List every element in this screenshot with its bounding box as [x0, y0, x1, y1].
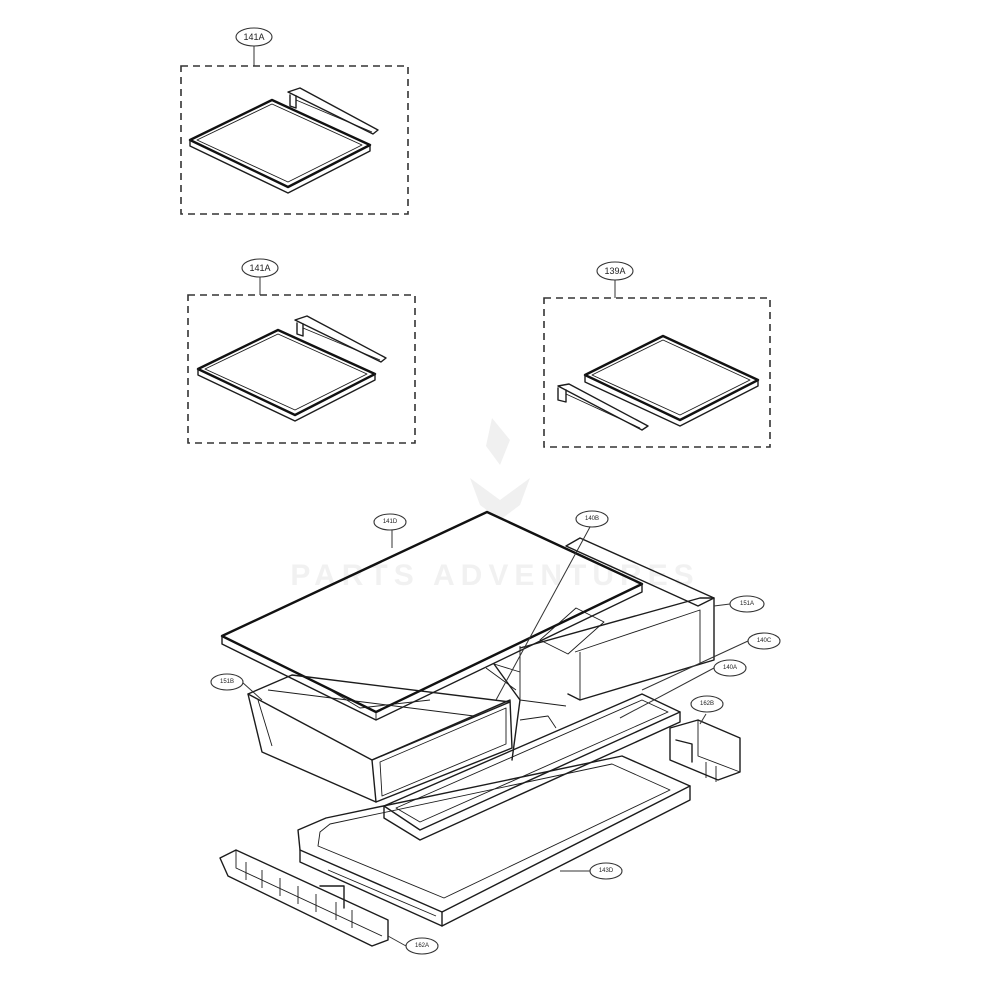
callout-label: 140A [723, 665, 737, 671]
callout-139a[interactable]: 139A [596, 261, 634, 281]
drawer-assembly [219, 510, 741, 947]
callout-label: 151B [220, 679, 234, 685]
callout-143d[interactable]: 143D [560, 862, 623, 880]
callout-label: 139A [604, 266, 625, 276]
callout-141a-top[interactable]: 141A [235, 27, 273, 47]
left-bracket [219, 849, 389, 947]
right-bracket [669, 719, 741, 782]
callout-151a[interactable]: 151A [713, 595, 765, 613]
kit-141a-top: 141A [180, 27, 409, 215]
watermark: PARTS ADVENTURES [290, 418, 694, 592]
drawer-frame [297, 755, 691, 927]
glass-cover [220, 510, 644, 721]
callout-label: 140B [585, 516, 599, 522]
divider-frame [485, 663, 557, 761]
callout-140b[interactable]: 140B [495, 510, 609, 701]
callout-162b[interactable]: 162B [690, 695, 724, 725]
glass-shelf [583, 334, 760, 427]
callout-151b[interactable]: 151B [210, 673, 263, 701]
kit-141a-mid-box [187, 294, 416, 444]
callout-label: 162B [700, 701, 714, 707]
shelf-rail [287, 87, 379, 135]
callout-141a-mid[interactable]: 141A [241, 258, 279, 278]
glass-shelf [196, 328, 377, 422]
callout-141d[interactable]: 141D [373, 513, 407, 548]
callout-label: 143D [599, 868, 614, 874]
kit-141a-top-box [180, 65, 409, 215]
kit-139a: 139A [543, 261, 771, 448]
callout-162a[interactable]: 162A [387, 935, 439, 955]
glass-shelf [188, 98, 372, 194]
callout-label: 162A [415, 943, 429, 949]
shelf-rail [294, 315, 387, 363]
shelf-rail [557, 383, 649, 431]
kit-139a-box [543, 297, 771, 448]
callout-label: 141A [243, 32, 264, 42]
kit-141a-mid: 141A [187, 258, 416, 444]
callout-label: 140C [757, 638, 772, 644]
left-drawer [247, 674, 513, 803]
glass-divider [383, 693, 681, 841]
callout-140c[interactable]: 140C [641, 632, 781, 691]
callout-140a[interactable]: 140A [619, 659, 747, 719]
callout-label: 151A [740, 601, 754, 607]
callout-label: 141A [249, 263, 270, 273]
callout-label: 141D [383, 519, 398, 525]
